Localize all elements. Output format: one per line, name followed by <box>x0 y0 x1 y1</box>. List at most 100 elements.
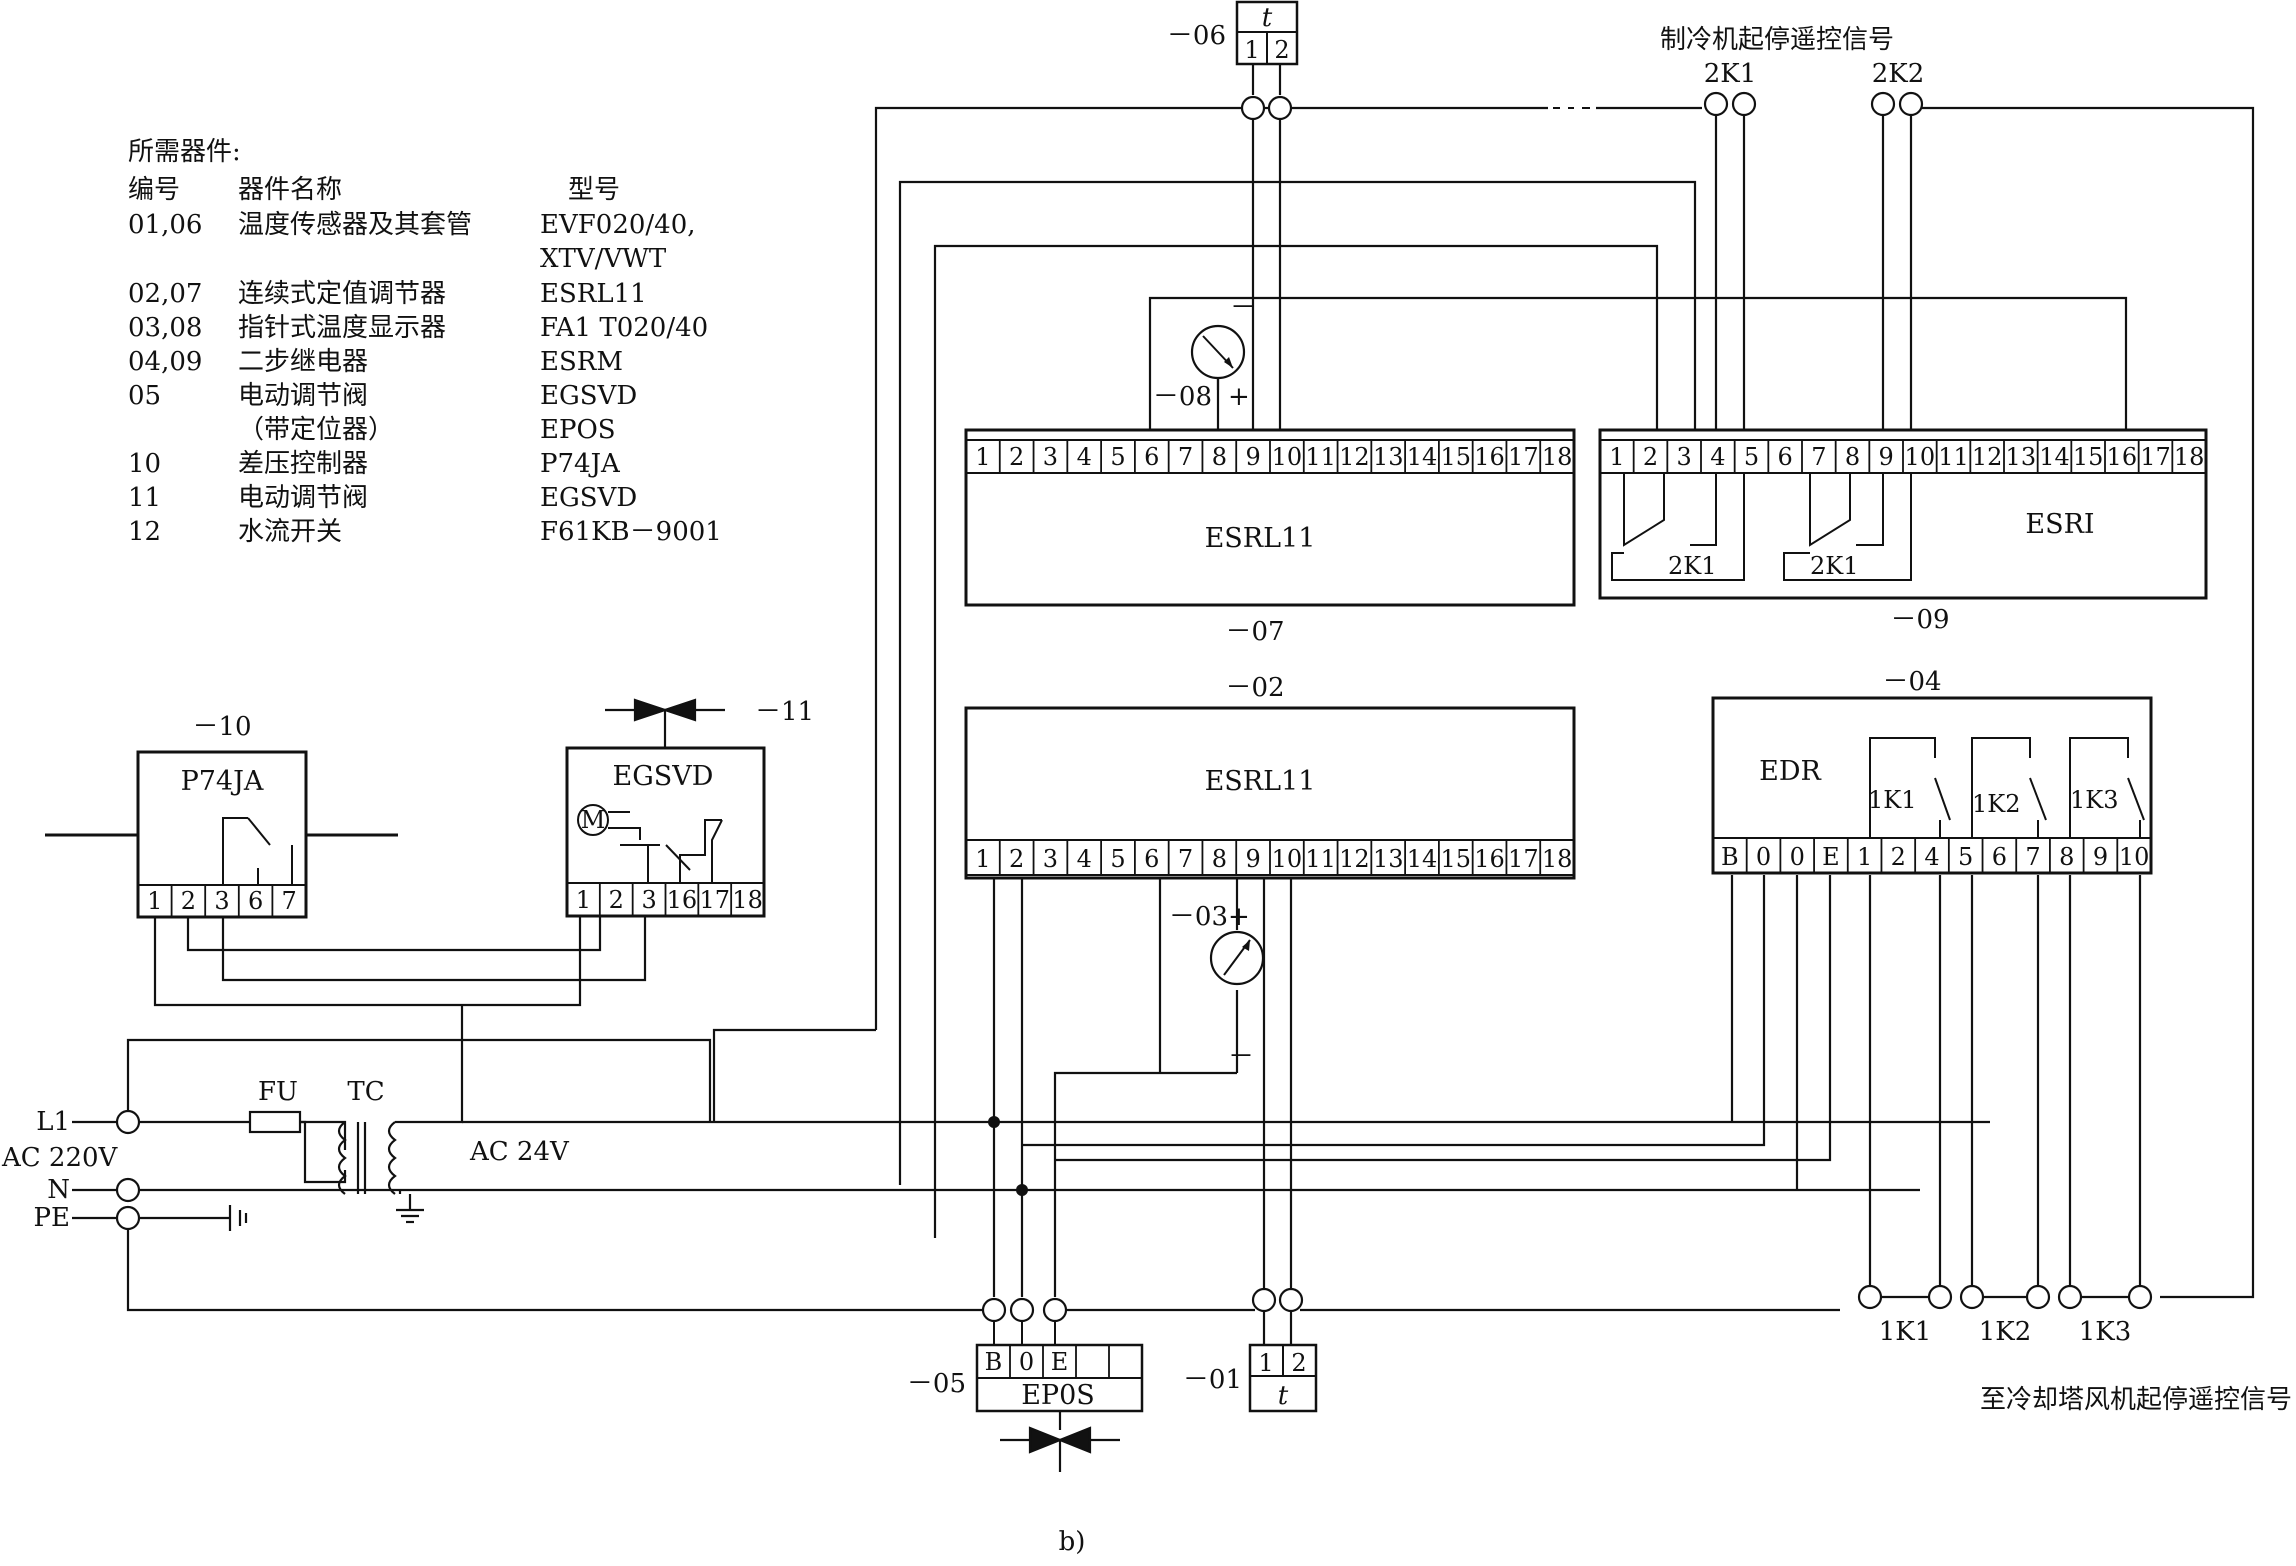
parts-row-model: EGSVD <box>540 381 637 411</box>
relay-04-terminal: E <box>1822 843 1840 871</box>
relay-04-terminal: 6 <box>1992 843 2007 871</box>
relay-09-terminal: 18 <box>2174 443 2205 471</box>
parts-row-model: F61KB－9001 <box>540 517 722 547</box>
relay-09-terminal: 15 <box>2073 443 2104 471</box>
chiller-signal-label: 制冷机起停遥控信号 <box>1660 25 1894 55</box>
terminal-strip <box>976 1344 1143 1379</box>
controller-07-terminal: 1 <box>975 443 990 471</box>
controller-02-terminal: 8 <box>1212 845 1227 873</box>
ac220-label: AC 220V <box>1 1143 119 1173</box>
valve-05: EP0S －05 <box>907 1322 1144 1472</box>
dash-marks <box>1553 107 2235 1298</box>
parts-list-col-model: 型号 <box>568 175 620 205</box>
relay-04-terminal: B <box>1721 843 1739 871</box>
parts-row-model: FA1 T020/40 <box>540 313 708 343</box>
sensor-06-pin: 2 <box>1274 36 1289 64</box>
controller-07-name: ESRL11 <box>1205 523 1316 554</box>
relay-09-name: ESRI <box>2025 509 2094 540</box>
relay-04-contact: 1K2 <box>1972 790 2020 818</box>
tower-contact-label: 1K1 <box>1879 1317 1932 1347</box>
pe-label: PE <box>34 1203 70 1233</box>
controller-02-terminal: 16 <box>1474 845 1505 873</box>
controller-07-terminal: 14 <box>1407 443 1438 471</box>
valve-11-id: －11 <box>755 697 814 727</box>
figure-caption: b) <box>1059 1527 1086 1557</box>
terminal-strip <box>137 884 307 918</box>
parts-row-model: EGSVD <box>540 483 637 513</box>
parts-list-col-id: 编号 <box>128 175 180 205</box>
gauge-03: －03 + － <box>1169 902 1265 1072</box>
controller-07-terminal: 13 <box>1373 443 1404 471</box>
parts-row-model: EPOS <box>540 415 616 445</box>
l1-label: L1 <box>36 1107 70 1137</box>
switch-10-terminal: 7 <box>282 887 297 915</box>
relay-09-terminal: 12 <box>1972 443 2003 471</box>
terminal-circles <box>115 91 2153 1323</box>
relay-04-terminal: 4 <box>1924 843 1939 871</box>
sensor-06: t 1 2 －06 <box>1167 0 1299 66</box>
parts-row-id: 03,08 <box>128 313 202 343</box>
relay-09-terminal: 5 <box>1744 443 1759 471</box>
parts-row-id: 04,09 <box>128 347 202 377</box>
relay-09-terminal: 2 <box>1643 443 1658 471</box>
controller-02-terminal: 15 <box>1441 845 1472 873</box>
parts-row-model: ESRM <box>540 347 623 377</box>
relay-09-terminal: 11 <box>1938 443 1969 471</box>
sensor-06-id: －06 <box>1167 21 1226 51</box>
parts-row-id: 11 <box>128 483 161 513</box>
sensor-01-symbol: t <box>1278 1381 1289 1411</box>
relay-04-terminal: 10 <box>2119 843 2150 871</box>
parts-list-heading: 所需器件: <box>128 137 241 167</box>
valve-11-terminal: 18 <box>732 886 763 914</box>
relay-09-terminal: 14 <box>2039 443 2070 471</box>
relay-09-terminal: 6 <box>1778 443 1793 471</box>
relay-04-terminal: 8 <box>2059 843 2074 871</box>
wires <box>126 61 2255 1345</box>
valve-11-terminal: 16 <box>667 886 698 914</box>
switch-10-terminal: 6 <box>248 887 263 915</box>
parts-row-name: 二步继电器 <box>238 347 368 377</box>
valve-05-id: －05 <box>907 1369 966 1399</box>
controller-02-terminal: 9 <box>1245 845 1260 873</box>
controller-02-terminal: 6 <box>1144 845 1159 873</box>
gauge-03-id: －03 <box>1169 902 1228 932</box>
parts-row-name: 连续式定值调节器 <box>238 279 446 309</box>
valve-05-name: EP0S <box>1021 1380 1095 1411</box>
parts-row-name: 温度传感器及其套管 <box>238 210 472 240</box>
transformer-label: TC <box>347 1077 384 1107</box>
relay-04-terminal: 9 <box>2093 843 2108 871</box>
valve-11-terminal: 17 <box>699 886 730 914</box>
relay-04-terminal: 7 <box>2025 843 2040 871</box>
power-supply: L1 AC 220V N PE FU TC AC 24V <box>1 1077 570 1233</box>
contact-2k1-label: 2K1 <box>1704 59 1757 89</box>
parts-row-name: 电动调节阀 <box>238 483 368 513</box>
controller-02-terminal: 4 <box>1077 845 1092 873</box>
sensor-01-pin: 2 <box>1291 1349 1306 1377</box>
controller-07-terminal: 12 <box>1339 443 1370 471</box>
valve-11-terminal: 3 <box>641 886 656 914</box>
switch-10-terminal: 3 <box>214 887 229 915</box>
parts-row-id: 10 <box>128 449 161 479</box>
relay-04: EDR －04 1K1 1K2 1K3 <box>1711 667 2153 875</box>
gauge-03-plus: + <box>1228 902 1250 932</box>
valve-05-terminal: 0 <box>1019 1348 1034 1376</box>
gauge-03-minus: － <box>1228 1042 1254 1072</box>
relay-09-terminal: 7 <box>1811 443 1826 471</box>
gauge-08-minus: － <box>1230 293 1256 323</box>
relay-04-terminal: 5 <box>1958 843 1973 871</box>
parts-row-id: 12 <box>128 517 161 547</box>
controller-07-terminal: 8 <box>1212 443 1227 471</box>
valve-11-terminal: 2 <box>609 886 624 914</box>
controller-07-terminal: 11 <box>1305 443 1336 471</box>
contact-2k2-label: 2K2 <box>1872 59 1925 89</box>
controller-07-terminal: 7 <box>1178 443 1193 471</box>
controller-07-terminal: 3 <box>1043 443 1058 471</box>
parts-row-model: EVF020/40, <box>540 210 696 240</box>
parts-row-name: 水流开关 <box>238 517 342 547</box>
parts-row-id: 02,07 <box>128 279 202 309</box>
relay-09-terminal: 8 <box>1845 443 1860 471</box>
parts-list: 所需器件: 编号 器件名称 型号 01,06 温度传感器及其套管 EVF020/… <box>128 137 722 547</box>
tower-contact-label: 1K2 <box>1979 1317 2032 1347</box>
controller-02-terminal: 5 <box>1110 845 1125 873</box>
sensor-06-pin: 1 <box>1244 36 1259 64</box>
